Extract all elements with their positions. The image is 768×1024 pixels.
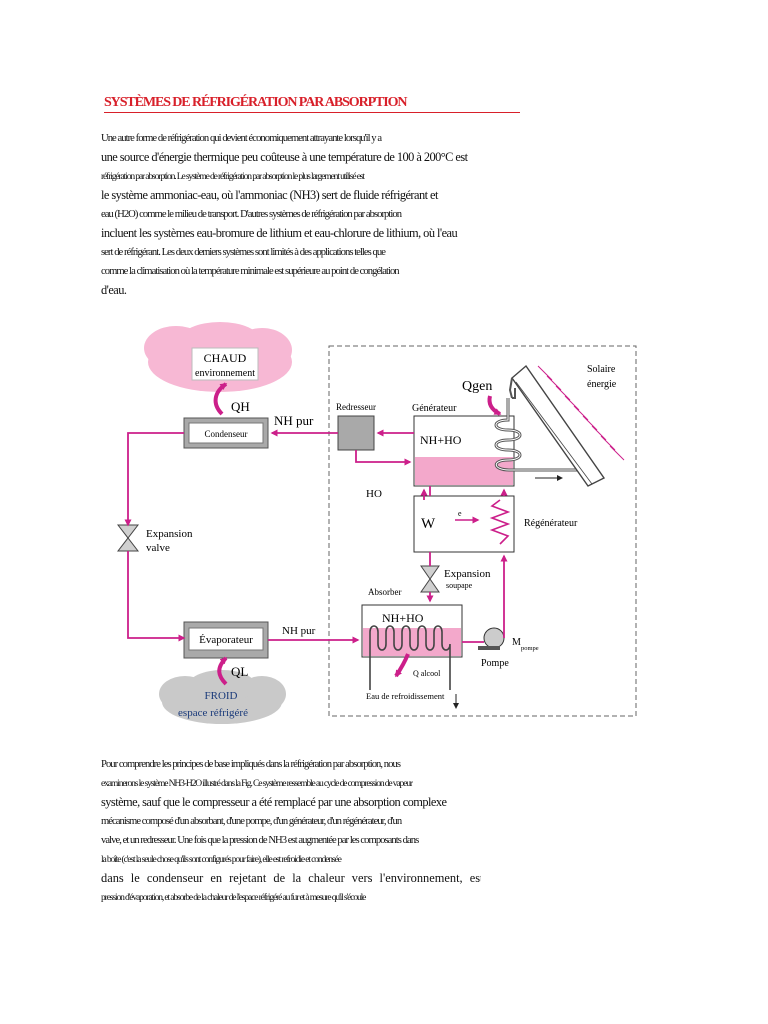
expansion-valve-label-1: Expansion: [146, 528, 193, 540]
expansion-soupape-label-1: Expansion: [444, 568, 491, 580]
absorber-coil: [369, 625, 451, 690]
text-line: d'eau.: [101, 283, 127, 297]
solar-rays: [537, 365, 625, 461]
q-alcool-arrow: [394, 653, 410, 678]
solar-collector: [508, 364, 606, 487]
cold-cloud: [159, 670, 286, 724]
solar-label: Solaire: [587, 364, 616, 375]
absorber-content-label: NH+HO: [382, 611, 424, 625]
pump-label: Pompe: [481, 658, 509, 669]
ql-label: QL: [231, 664, 248, 679]
page-title: SYSTÈMES DE RÉFRIGÉRATION PAR ABSORPTION: [104, 95, 520, 113]
text-line: incluent les systèmes eau-bromure de lit…: [101, 226, 458, 240]
absorber-liquid: [363, 628, 461, 656]
expansion-soupape-label-2: soupape: [446, 581, 473, 590]
hot-environment-label: environnement: [195, 368, 255, 379]
qh-label: QH: [231, 399, 250, 414]
text-line: Pour comprendre les principes de base im…: [101, 759, 401, 770]
water-label: HO: [366, 488, 382, 500]
intro-paragraph: Une autre forme de réfrigération qui dev…: [101, 129, 481, 300]
cold-space-label: espace réfrigéré: [178, 707, 248, 719]
pump-work-label: W: [421, 516, 436, 532]
text-line: Une autre forme de réfrigération qui dev…: [101, 133, 382, 144]
text-line: comme la climatisation où la température…: [101, 266, 400, 277]
generator-content-label: NH+HO: [420, 433, 462, 447]
nh-pure-top-label: NH pur: [274, 413, 314, 428]
q-alcool-label: Q alcool: [413, 669, 441, 678]
regenerator-coil: [489, 499, 511, 545]
cooling-water-label: Eau de refroidissement: [366, 691, 445, 701]
expansion-valve-label-2: valve: [146, 542, 170, 554]
closing-paragraph: Pour comprendre les principes de base im…: [101, 755, 481, 907]
flow-lines: [124, 429, 508, 644]
expansion-valve-left: [116, 524, 140, 552]
text-line: une source d'énergie thermique peu coûte…: [101, 150, 468, 164]
hot-label: CHAUD: [204, 351, 247, 365]
text-line: sert de réfrigérant. Les deux derniers s…: [101, 247, 386, 258]
rectifier-label: Redresseur: [336, 402, 376, 412]
expansion-valve-middle: [420, 565, 440, 593]
qh-arrow: [213, 382, 228, 416]
ql-arrow: [217, 656, 228, 686]
qgen-arrow: [487, 395, 502, 416]
regenerator-label: Régénérateur: [524, 518, 578, 529]
pump-motor-subscript: pompe: [521, 645, 539, 652]
energy-label: énergie: [587, 379, 617, 390]
hot-label-box: [191, 347, 259, 381]
text-line: examinerons le système NH3-H2O illustré …: [101, 778, 413, 789]
text-line: système, sauf que le compresseur a été r…: [101, 795, 447, 809]
text-line: pression d'évaporation, et absorbe de la…: [101, 892, 366, 903]
text-line: valve, et un redresseur. Une fois que la…: [101, 835, 419, 846]
absorber-label: Absorber: [368, 587, 402, 597]
text-line: mécanisme composé d'un absorbant, d'une …: [101, 816, 402, 827]
system-boundary: [328, 345, 637, 717]
pump-icon: [483, 627, 505, 649]
generator-label: Générateur: [412, 403, 457, 414]
text-line: réfrigération par absorption. Le système…: [101, 171, 365, 182]
pump-work-subscript: e: [458, 509, 462, 518]
text-line: la boîte (c'est la seule chose qu'ils so…: [101, 854, 342, 865]
evaporator-label: Évaporateur: [199, 634, 253, 646]
text-line: dans le condenseur en rejetant de la cha…: [101, 871, 481, 885]
condenser-label: Condenseur: [205, 429, 248, 439]
flow-to-evaporator: [127, 551, 186, 642]
text-line: le système ammoniac-eau, où l'ammoniac (…: [101, 188, 438, 202]
regenerator-box: [413, 495, 515, 553]
rectifier-box: [337, 415, 375, 451]
qgen-label: Qgen: [462, 379, 492, 394]
nh-pure-bottom-label: NH pur: [282, 625, 316, 637]
pump-motor-label: M: [512, 637, 521, 648]
text-line: eau (H2O) comme le milieu de transport. …: [101, 209, 402, 220]
cold-label: FROID: [204, 690, 237, 702]
